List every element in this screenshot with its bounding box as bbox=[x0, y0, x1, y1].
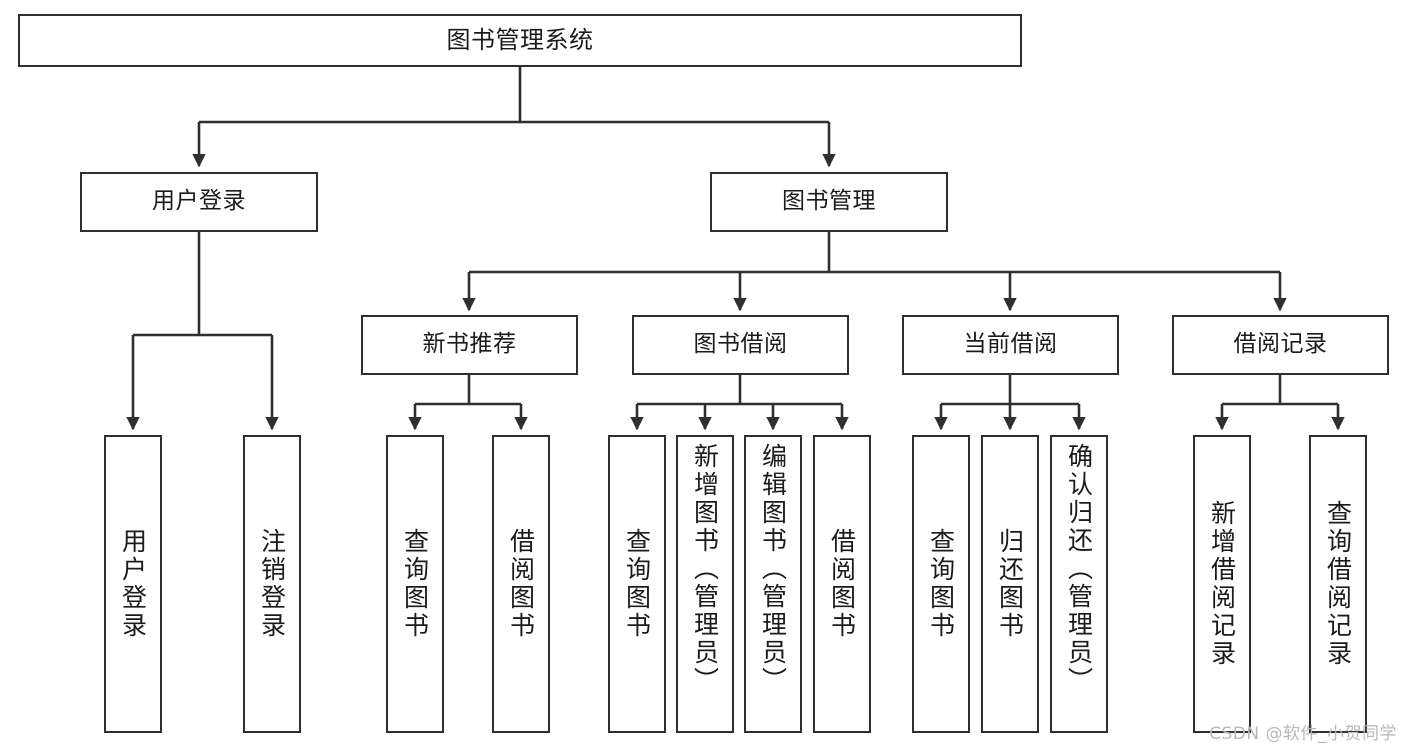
leaf-edit-book-admin[interactable]: 编辑图书（管理员） bbox=[744, 435, 802, 733]
watermark-text: CSDN @软件_小贺同学 bbox=[1209, 724, 1397, 744]
node-label: 借阅记录 bbox=[1233, 331, 1328, 358]
leaf-query-borrow-record[interactable]: 查询借阅记录 bbox=[1309, 435, 1367, 733]
node-label: 用户登录 bbox=[152, 188, 246, 215]
node-label: 查询图书 bbox=[926, 528, 956, 640]
leaf-return-books[interactable]: 归还图书 bbox=[981, 435, 1039, 733]
node-label: 编辑图书（管理员） bbox=[758, 443, 788, 695]
node-label: 图书管理 bbox=[782, 188, 876, 215]
node-label: 注销登录 bbox=[257, 528, 287, 640]
node-borrowing-record[interactable]: 借阅记录 bbox=[1172, 315, 1389, 375]
node-current-borrowing[interactable]: 当前借阅 bbox=[902, 315, 1119, 375]
leaf-add-borrow-record[interactable]: 新增借阅记录 bbox=[1193, 435, 1251, 733]
node-label: 新增借阅记录 bbox=[1207, 500, 1237, 668]
node-label: 确认归还（管理员） bbox=[1064, 443, 1094, 695]
node-label: 当前借阅 bbox=[963, 331, 1058, 358]
node-label: 查询图书 bbox=[400, 528, 430, 640]
node-label: 查询借阅记录 bbox=[1323, 500, 1353, 668]
leaf-borrow-books[interactable]: 借阅图书 bbox=[813, 435, 871, 733]
node-label: 归还图书 bbox=[995, 528, 1025, 640]
node-label: 借阅图书 bbox=[506, 528, 536, 640]
node-label: 借阅图书 bbox=[827, 528, 857, 640]
node-user-login[interactable]: 用户登录 bbox=[80, 172, 318, 232]
node-label: 查询图书 bbox=[622, 528, 652, 640]
leaf-confirm-return-admin[interactable]: 确认归还（管理员） bbox=[1050, 435, 1108, 733]
leaf-logout[interactable]: 注销登录 bbox=[243, 435, 301, 733]
leaf-add-book-admin[interactable]: 新增图书（管理员） bbox=[676, 435, 734, 733]
leaf-borrow-books-new-book[interactable]: 借阅图书 bbox=[492, 435, 550, 733]
leaf-query-books-new-book[interactable]: 查询图书 bbox=[386, 435, 444, 733]
node-label: 新书推荐 bbox=[422, 331, 517, 358]
node-label: 新增图书（管理员） bbox=[690, 443, 720, 695]
node-book-borrowing[interactable]: 图书借阅 bbox=[632, 315, 849, 375]
leaf-user-login[interactable]: 用户登录 bbox=[104, 435, 162, 733]
node-root-book-management-system[interactable]: 图书管理系统 bbox=[18, 14, 1022, 67]
node-label: 图书管理系统 bbox=[446, 26, 594, 55]
node-book-management[interactable]: 图书管理 bbox=[710, 172, 948, 232]
leaf-query-books-current[interactable]: 查询图书 bbox=[912, 435, 970, 733]
node-label: 用户登录 bbox=[118, 528, 148, 640]
leaf-query-books-borrow[interactable]: 查询图书 bbox=[608, 435, 666, 733]
node-new-book-recommendation[interactable]: 新书推荐 bbox=[361, 315, 578, 375]
node-label: 图书借阅 bbox=[693, 331, 788, 358]
